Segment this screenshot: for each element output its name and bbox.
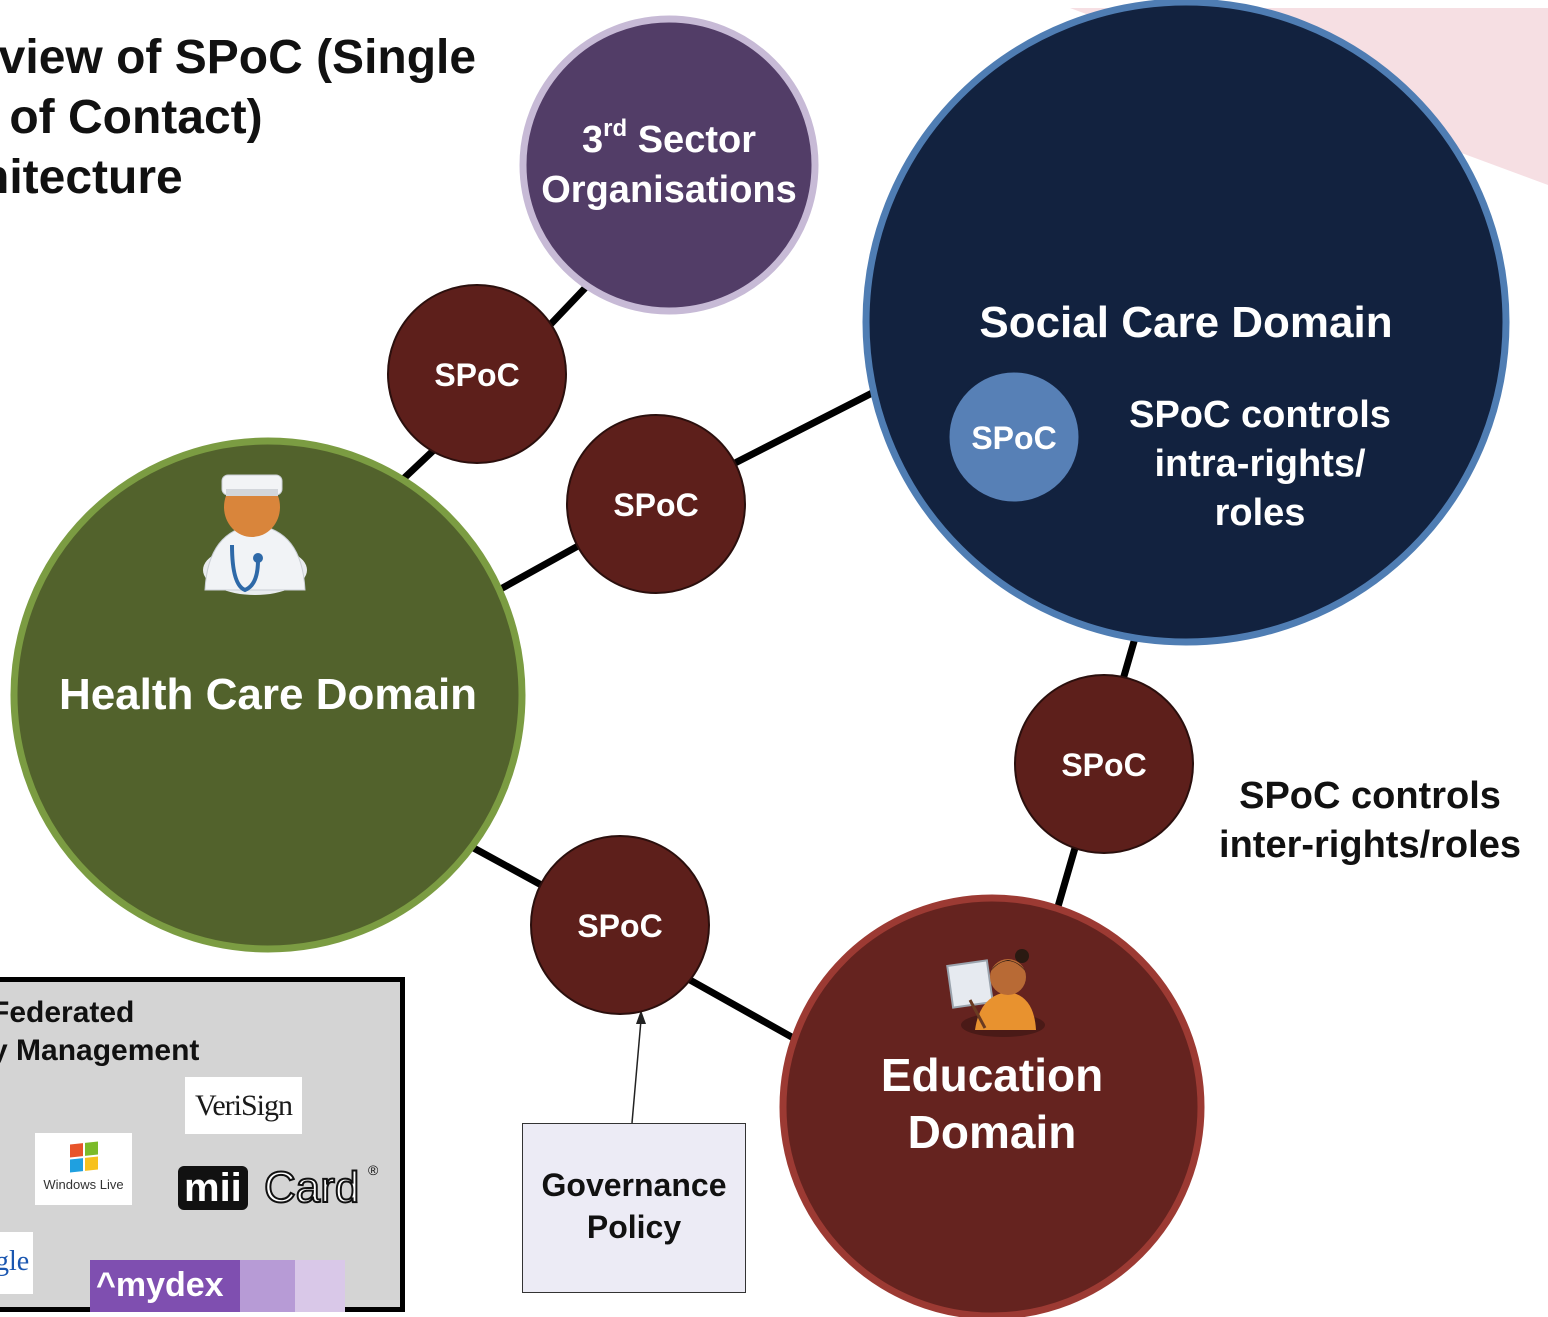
- governance-arrow-line: [631, 1019, 642, 1124]
- windows-flag-icon: [70, 1141, 98, 1173]
- governance-arrow-head: [636, 1010, 646, 1024]
- federated-identity-title: Federated y Management: [0, 996, 200, 1067]
- third-sector-label-line1: 3rd Sector: [582, 115, 756, 161]
- connector-social-spoc-3: [1118, 634, 1139, 687]
- spoc-node-2-label: SPoC: [613, 487, 698, 523]
- intra-note-line1: SPoC controls: [1129, 394, 1391, 436]
- connector-health-spoc-4: [466, 842, 549, 891]
- governance-line2: Policy: [586, 1209, 682, 1245]
- spoc-node-3-label: SPoC: [1061, 747, 1146, 783]
- doctor-icon: [203, 474, 307, 595]
- spoc-node-4: SPoC: [530, 835, 710, 1015]
- miicard-logo-reg: ®: [368, 1162, 379, 1178]
- verisign-logo: VeriSign: [185, 1077, 302, 1134]
- mydex-logo-text: ^mydex: [96, 1266, 224, 1304]
- connector-spoc-health: [396, 444, 440, 486]
- spoc-node-1: SPoC: [387, 284, 567, 464]
- windows-live-logo-text: Windows Live: [43, 1177, 124, 1192]
- miicard-logo: mii Card ®: [178, 1160, 378, 1220]
- intra-note-line3: roles: [1215, 492, 1306, 534]
- google-logo: gle: [0, 1232, 33, 1294]
- windows-live-logo: Windows Live: [35, 1133, 132, 1205]
- education-circle: [779, 894, 1205, 1317]
- miicard-logo-mii: mii: [178, 1166, 248, 1210]
- spoc-node-1-label: SPoC: [434, 357, 519, 393]
- connector-spoc-education: [1053, 844, 1079, 914]
- intra-note-line2: intra-rights/: [1154, 443, 1366, 485]
- social-care-title: Social Care Domain: [979, 298, 1392, 347]
- connector-spoc-health-2: [493, 542, 582, 595]
- health-care-circle: [10, 437, 526, 953]
- connector-third-sector-spoc: [544, 281, 592, 331]
- education-label-line2: Domain: [908, 1106, 1077, 1158]
- spoc-node-2: SPoC: [566, 414, 746, 594]
- connector-social-spoc: [731, 386, 882, 467]
- health-care-title: Health Care Domain: [59, 670, 477, 719]
- spoc-node-4-label: SPoC: [577, 908, 662, 944]
- third-sector-label-line2: Organisations: [541, 169, 797, 211]
- verisign-logo-text: VeriSign: [195, 1089, 293, 1122]
- third-sector-circle: [519, 15, 819, 315]
- miicard-logo-card: Card: [263, 1163, 360, 1212]
- inter-rights-note: SPoC controls inter-rights/roles: [1219, 775, 1521, 866]
- connector-spoc-education-2: [686, 976, 801, 1044]
- teacher-icon: [946, 949, 1045, 1037]
- mydex-logo: ^mydex: [90, 1260, 345, 1312]
- social-inner-spoc-circle: [946, 369, 1082, 505]
- governance-line1: Governance: [541, 1167, 727, 1203]
- spoc-node-3: SPoC: [1014, 674, 1194, 854]
- page-title: rview of SPoC (Single t of Contact) hite…: [0, 31, 477, 204]
- connectors: [396, 281, 1139, 1044]
- education-label-line1: Education: [881, 1049, 1103, 1101]
- google-logo-text: gle: [0, 1246, 30, 1277]
- social-inner-spoc-label: SPoC: [971, 420, 1056, 456]
- governance-policy-box: Governance Policy: [522, 1123, 746, 1293]
- federated-identity-box: Federated y Management VeriSign Windows …: [0, 977, 405, 1312]
